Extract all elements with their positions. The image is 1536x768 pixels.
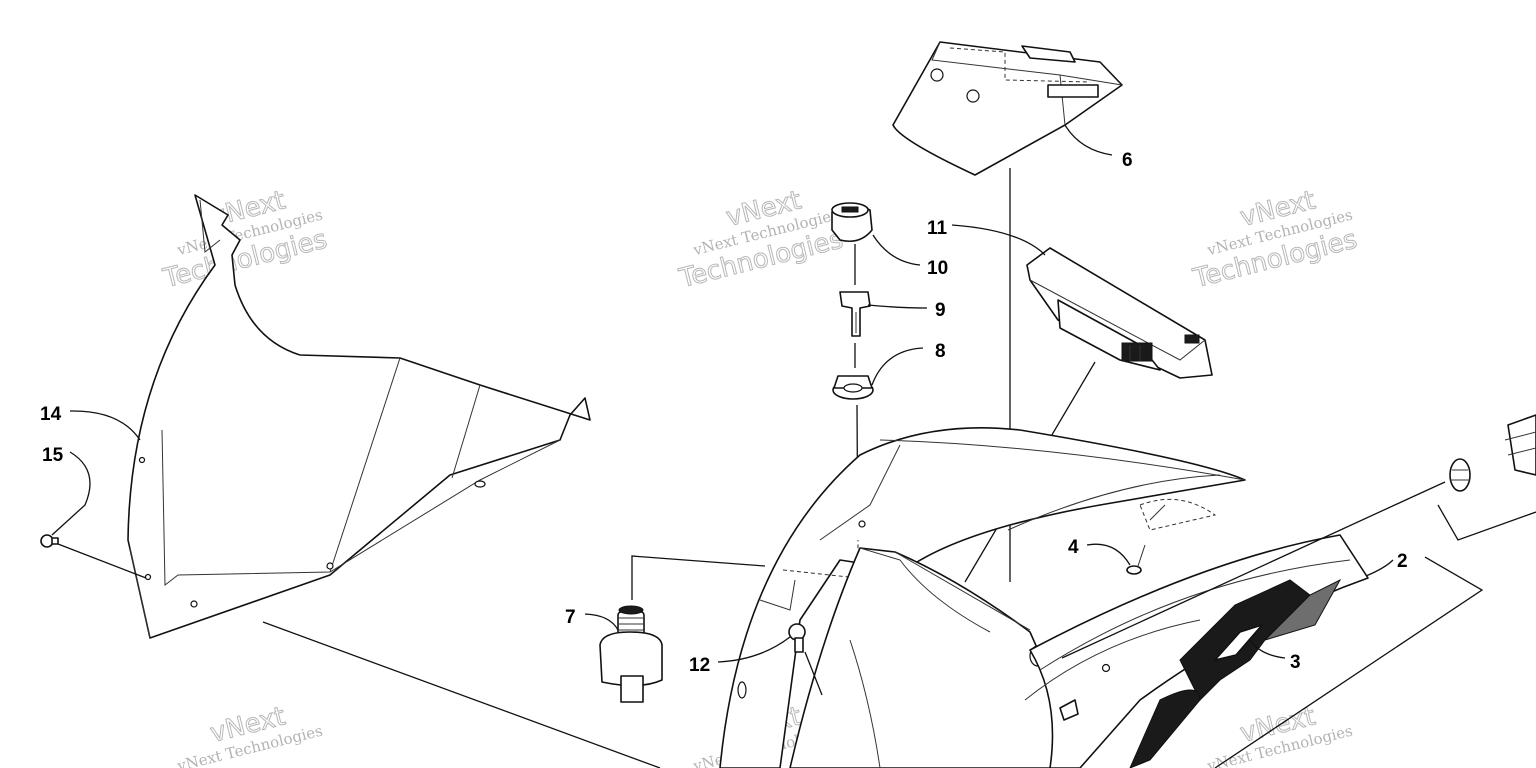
right-leader-line-2	[1214, 556, 1484, 768]
leader-8	[871, 347, 924, 386]
callout-8: 8	[935, 341, 946, 362]
watermark-bottom-right: vNext vNext Technologies	[1205, 701, 1355, 768]
leader-14	[69, 410, 141, 441]
callout-15: 15	[42, 445, 64, 466]
callout-12: 12	[689, 655, 710, 676]
callout-11: 11	[927, 218, 948, 239]
switch-part	[599, 555, 766, 703]
callout-4: 4	[1068, 537, 1079, 558]
windshield-screw	[40, 534, 147, 579]
ignition-key-part	[839, 291, 871, 337]
callout-14: 14	[40, 404, 62, 425]
watermark-top-left: vNext vNext Technologies Technologies	[159, 185, 330, 295]
callout-9: 9	[935, 300, 946, 321]
small-screw-part	[1126, 544, 1146, 575]
hood-center-panel	[789, 547, 1061, 768]
leader-4	[1086, 543, 1131, 566]
leader-6	[1064, 124, 1113, 156]
leader-9	[867, 304, 928, 309]
gauge-display-part	[1026, 247, 1213, 379]
leader-12	[717, 636, 791, 663]
leader-15	[51, 451, 91, 536]
watermark-bottom-left: vNext vNext Technologies	[175, 701, 325, 768]
mounting-screw-part	[788, 623, 823, 696]
decal-part	[1129, 578, 1342, 768]
right-leader-line-1	[1061, 497, 1411, 659]
leader-11	[951, 224, 1046, 256]
callout-3: 3	[1290, 652, 1301, 673]
callout-6: 6	[1122, 150, 1133, 171]
callout-10: 10	[927, 258, 948, 279]
watermark-top-center: vNext vNext Technologies Technologies	[675, 185, 846, 295]
leader-3	[1249, 639, 1286, 659]
watermark-top-right: vNext vNext Technologies Technologies	[1189, 185, 1360, 295]
leader-2	[1365, 559, 1394, 577]
leader-10	[872, 234, 921, 266]
windshield-leader-line	[262, 621, 661, 768]
ignition-nut-part	[832, 375, 874, 400]
windshield-part	[127, 194, 591, 639]
leader-7	[584, 613, 619, 631]
callout-2: 2	[1397, 551, 1408, 572]
ignition-cap-part	[831, 202, 873, 243]
top-cover-part	[892, 41, 1123, 176]
right-connector-part	[1409, 414, 1536, 541]
callout-7: 7	[565, 607, 576, 628]
